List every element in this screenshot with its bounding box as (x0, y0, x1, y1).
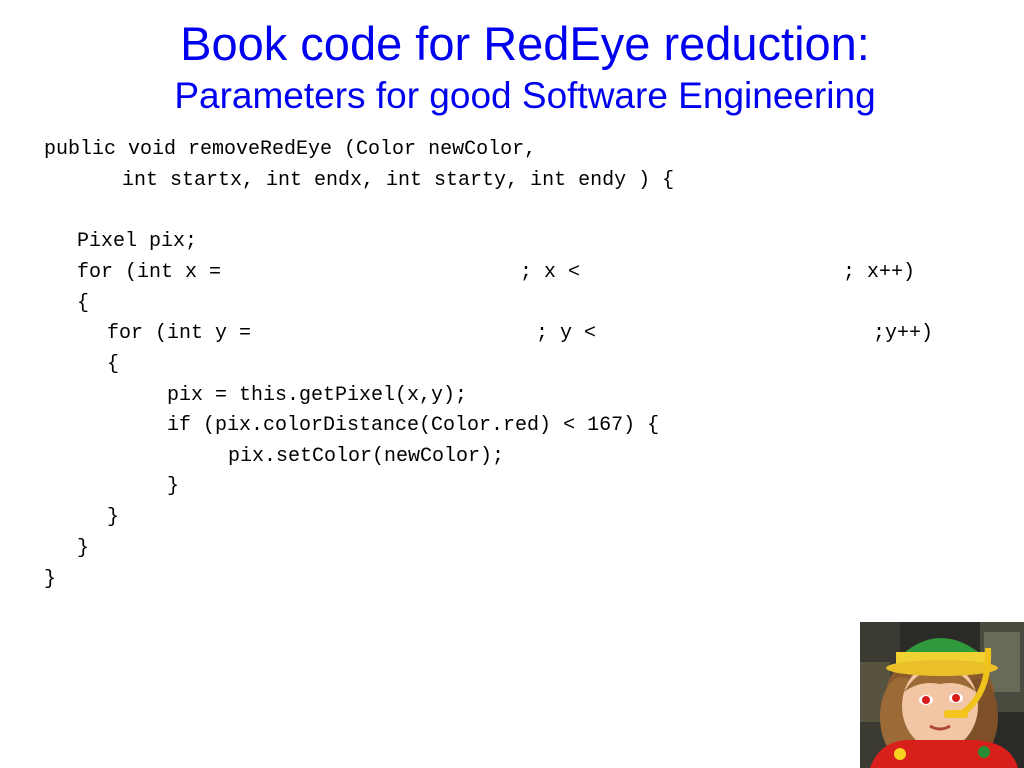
code-line-parameters: int startx, int endx, int starty, int en… (122, 169, 675, 192)
slide-title: Book code for RedEye reduction: (180, 17, 870, 70)
code-line-if-brace-close: } (167, 475, 180, 498)
code-line-method-brace-close: } (44, 568, 57, 591)
code-line-method-signature: public void removeRedEye (Color newColor… (44, 138, 537, 161)
code-line-inner-brace-open: { (107, 353, 120, 376)
slide-subtitle: Parameters for good Software Engineering (174, 75, 876, 116)
code-line-inner-brace-close: } (107, 506, 120, 529)
code-line-outer-loop-increment: ; x++) (843, 261, 916, 284)
code-line-get-pixel: pix = this.getPixel(x,y); (167, 384, 468, 407)
code-line-outer-brace-open: { (77, 292, 90, 315)
code-line-color-distance-if: if (pix.colorDistance(Color.red) < 167) … (167, 414, 660, 437)
child-with-red-eyes-photo (860, 622, 1024, 768)
code-line-inner-loop-condition: ; y < (536, 322, 597, 345)
code-line-set-color: pix.setColor(newColor); (228, 445, 505, 468)
code-line-outer-loop-condition: ; x < (520, 261, 581, 284)
code-line-inner-loop-start: for (int y = (107, 322, 252, 345)
code-line-outer-brace-close: } (77, 537, 90, 560)
code-line-inner-loop-increment: ;y++) (873, 322, 934, 345)
code-line-outer-loop-start: for (int x = (77, 261, 222, 284)
code-line-pixel-declaration: Pixel pix; (77, 230, 198, 253)
